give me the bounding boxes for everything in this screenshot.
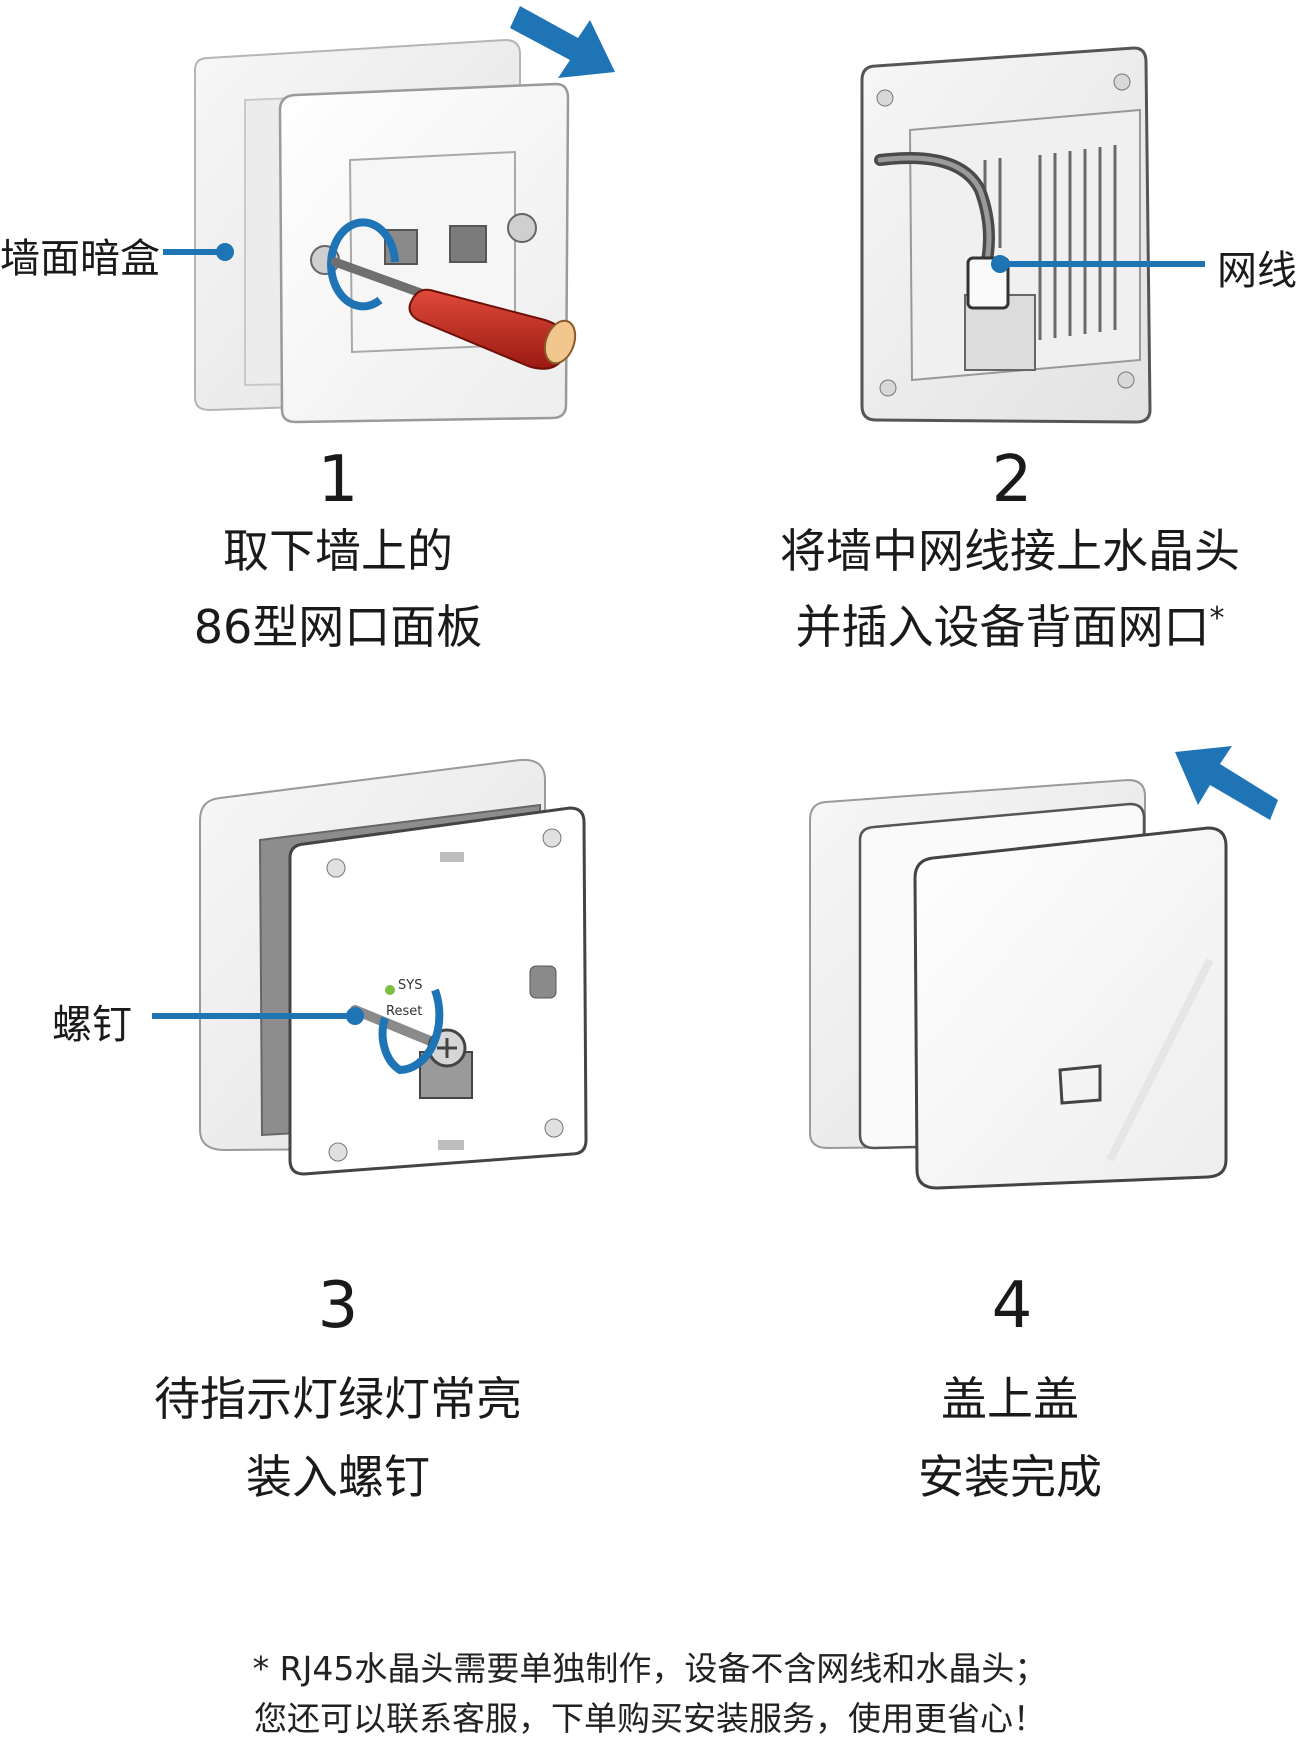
step-number: 3 [317,1269,359,1343]
step-instruction-line2: 并插入设备背面网口 [795,600,1210,654]
callout-screw: 螺钉 [52,1002,132,1048]
step-instruction-line2: 装入螺钉 [246,1450,430,1504]
step-instruction-line1: 待指示灯绿灯常亮 [154,1372,522,1426]
callout-network-cable: 网线 [1217,248,1297,294]
device-label-sys: SYS [398,978,423,993]
step-instruction-line2: 安装完成 [918,1450,1102,1504]
device-label-reset: Reset [386,1004,423,1019]
screwdriver-icon [330,257,577,370]
step-instruction-line2: 86型网口面板 [193,600,483,654]
footnote-line2: 您还可以联系客服，下单购买安装服务，使用更省心！ [254,1699,1046,1738]
footnote-line1: * RJ45水晶头需要单独制作，设备不含网线和水晶头； [252,1649,1048,1688]
push-in-arrow-icon [1175,746,1278,820]
front-cover-icon [913,826,1228,1190]
step4-illustration [809,746,1278,1190]
step3-illustration [152,758,588,1176]
callout-wall-box: 墙面暗盒 [0,236,160,282]
pull-out-arrow-icon [510,6,615,78]
step-instruction-line1: 将墙中网线接上水晶头 [780,524,1240,578]
step1-illustration [163,6,615,424]
step-instruction-line1: 取下墙上的 [223,524,453,578]
faceplate-screw-right-icon [507,213,537,243]
step-number: 2 [991,443,1033,517]
step-number: 1 [317,443,359,517]
step-number: 4 [991,1269,1033,1343]
step-instruction-line1: 盖上盖 [941,1372,1079,1426]
footnote-marker: * [1209,601,1225,636]
step-instruction-line2-wrapper: 并插入设备背面网口* [730,601,1290,651]
step2-illustration [860,46,1205,424]
